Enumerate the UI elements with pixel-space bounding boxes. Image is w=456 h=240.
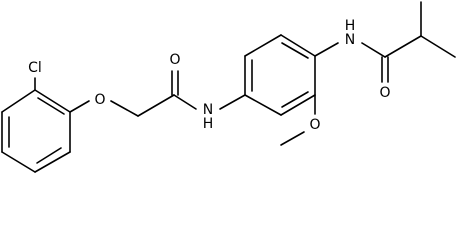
bond: [34, 89, 71, 113]
bond-inner: [36, 147, 62, 164]
molecule-diagram: Cl O O H N O H: [1, 1, 456, 173]
chlorophenyl-ring: [1, 89, 71, 173]
amide-h-2-label: H: [345, 18, 356, 34]
bond-inner: [281, 42, 309, 59]
bond-ring-nh: [314, 42, 339, 57]
bond: [280, 34, 316, 57]
chlorine-label: Cl: [28, 60, 42, 76]
bond-ch2-co: [137, 94, 175, 117]
ether-oxygen-label: O: [94, 92, 105, 108]
bond: [34, 151, 71, 173]
bond-nh-co: [361, 42, 386, 58]
bond: [280, 94, 316, 116]
bond-inner: [281, 91, 309, 108]
bond-co-ch: [384, 35, 422, 58]
bond: [1, 89, 36, 113]
methoxy-oxygen-label: O: [309, 117, 320, 133]
bond: [244, 94, 282, 116]
amide-n-2-label: N: [345, 32, 355, 48]
carbonyl-oxygen-2-label: O: [379, 85, 390, 101]
bond: [244, 34, 282, 57]
structure-svg: Cl O O H N O H: [1, 1, 456, 173]
bond-o-ch2: [110, 100, 139, 117]
carbonyl-oxygen-1-label: O: [169, 52, 180, 68]
bond-ch-ch3-right: [420, 35, 456, 58]
central-ring: [244, 34, 316, 116]
bond-c-o: [69, 100, 90, 113]
bond: [1, 151, 36, 173]
bond-o-ch3: [280, 131, 305, 146]
bond-inner: [37, 97, 65, 115]
amide-n-1-label: N: [203, 102, 213, 118]
bond-n-ring: [219, 94, 246, 110]
amide-h-1-label: H: [203, 116, 214, 132]
bond-co-nh: [173, 94, 197, 110]
